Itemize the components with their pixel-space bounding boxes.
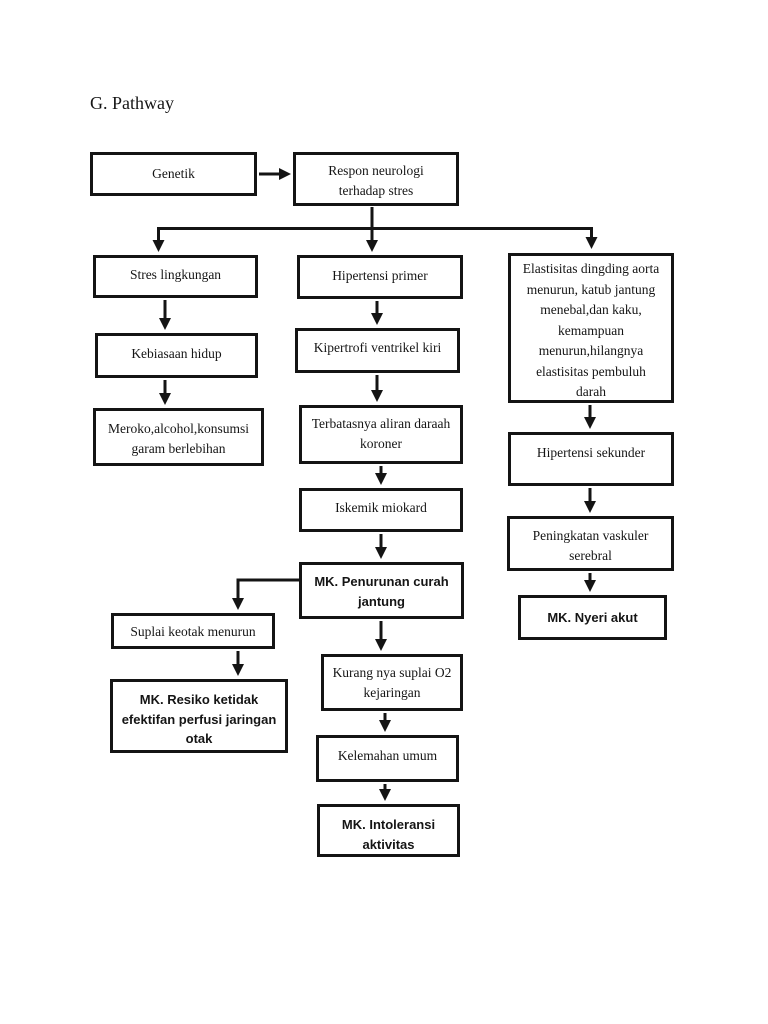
- node-stres-lingkungan: Stres lingkungan: [93, 255, 258, 298]
- node-mk-penurunan-curah: MK. Penurunan curah jantung: [299, 562, 464, 619]
- node-kelemahan-umum: Kelemahan umum: [316, 735, 459, 782]
- node-terbatasnya-aliran: Terbatasnya aliran daraah koroner: [299, 405, 463, 464]
- node-iskemik-miokard: Iskemik miokard: [299, 488, 463, 532]
- node-kurang-suplai-o2: Kurang nya suplai O2 kejaringan: [321, 654, 463, 711]
- node-meroko-alcohol: Meroko,alcohol,konsumsi garam berlebihan: [93, 408, 264, 466]
- node-kipertrofi-ventrikel: Kipertrofi ventrikel kiri: [295, 328, 460, 373]
- node-mk-nyeri-akut: MK. Nyeri akut: [518, 595, 667, 640]
- edge-mkpenurunan-suplai: [232, 578, 299, 610]
- node-respon-neurologi: Respon neurologi terhadap stres: [293, 152, 459, 206]
- page-title: G. Pathway: [90, 93, 174, 113]
- node-mk-resiko-perfusi: MK. Resiko ketidak efektifan perfusi jar…: [110, 679, 288, 753]
- node-hipertensi-sekunder: Hipertensi sekunder: [508, 432, 674, 486]
- node-kebiasaan-hidup: Kebiasaan hidup: [95, 333, 258, 378]
- node-genetik: Genetik: [90, 152, 257, 196]
- node-suplai-keotak: Suplai keotak menurun: [111, 613, 275, 649]
- node-hipertensi-primer: Hipertensi primer: [297, 255, 463, 299]
- node-mk-intoleransi: MK. Intoleransi aktivitas: [317, 804, 460, 857]
- node-peningkatan-vaskuler: Peningkatan vaskuler serebral: [507, 516, 674, 571]
- node-elastisitas-aorta: Elastisitas dingding aorta menurun, katu…: [508, 253, 674, 403]
